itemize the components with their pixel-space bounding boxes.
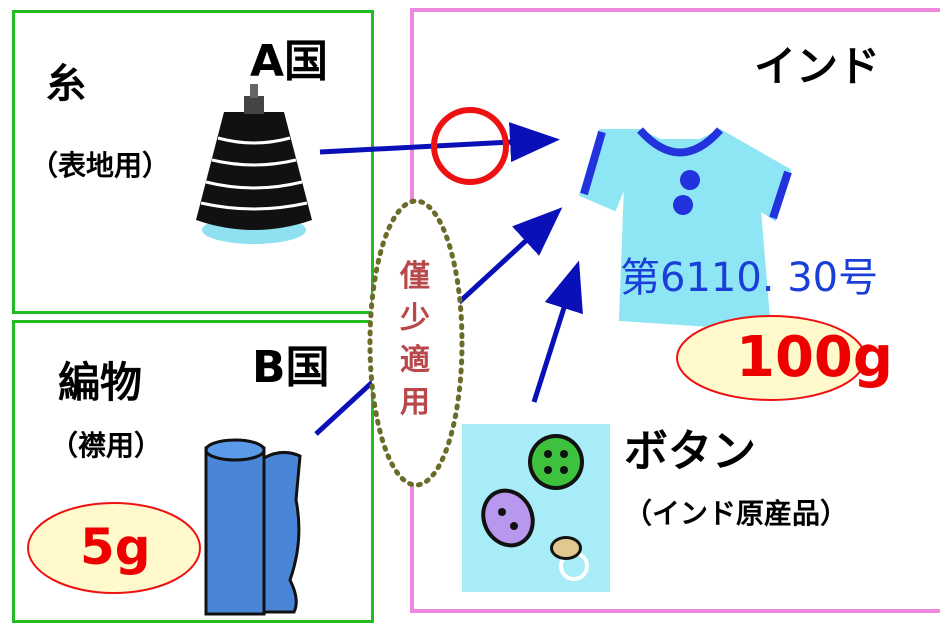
de-minimis-ellipse [367, 198, 465, 488]
knit-usage-label: （襟用） [50, 429, 163, 462]
arrow-button-to-india [531, 260, 583, 403]
fabric-roll-icon [204, 438, 302, 616]
button-label: ボタン [624, 426, 756, 477]
thread-label: 糸 [46, 61, 86, 107]
weight-ellipse-india [676, 315, 866, 401]
country-a-box [12, 10, 374, 314]
product-weight: 100g [736, 325, 893, 390]
thread-usage-label: （表地用） [30, 149, 171, 182]
button-origin-label: （インド原産品） [624, 497, 849, 530]
country-b-box [12, 320, 374, 623]
thread-spool-icon [196, 84, 312, 244]
shirt-icon [578, 127, 792, 332]
buttons-icon [462, 424, 610, 592]
weight-ellipse-b [27, 502, 201, 594]
de-minimis-label: 僅少適用 [400, 259, 430, 420]
origin-mark-circle [431, 107, 509, 185]
product-code: 第6110. 30号 [620, 255, 879, 301]
country-b-label: B国 [252, 342, 330, 393]
knit-weight: 5g [80, 518, 151, 576]
india-label: インド [754, 42, 881, 91]
knit-label: 編物 [58, 358, 143, 407]
country-a-label: A国 [250, 36, 329, 87]
